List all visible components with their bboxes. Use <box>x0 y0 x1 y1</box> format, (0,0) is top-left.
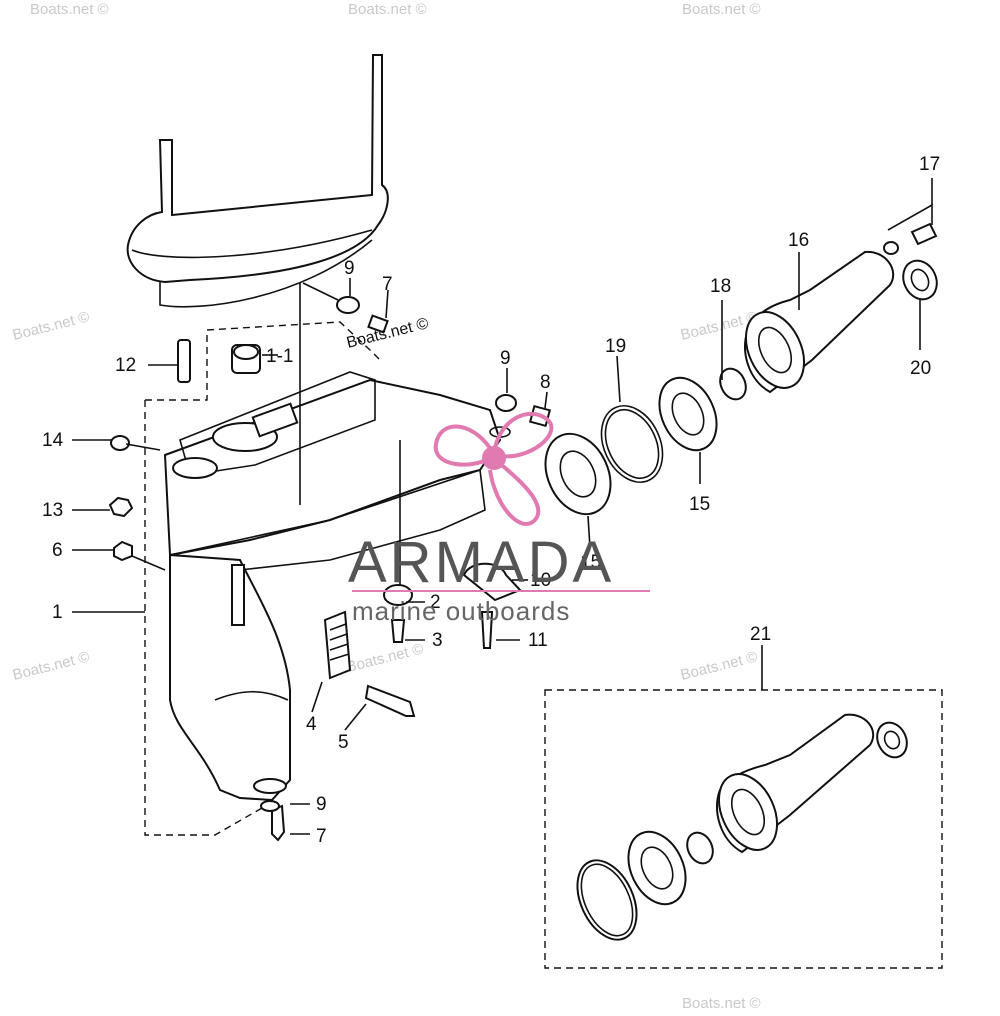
callout-16: 16 <box>788 230 809 251</box>
propeller-logo-icon <box>433 411 554 526</box>
kit-21-box <box>544 689 943 969</box>
watermark: Boats.net © <box>682 1 761 18</box>
watermark: Boats.net © <box>11 648 91 684</box>
callout-14: 14 <box>42 430 64 451</box>
callout-8: 8 <box>540 372 551 393</box>
logo-title: ARMADA <box>348 530 614 595</box>
callout-7-bottom: 7 <box>316 826 327 847</box>
callout-5: 5 <box>338 732 349 753</box>
callout-4: 4 <box>306 714 317 735</box>
watermark: Boats.net © <box>682 995 761 1011</box>
callout-9-mid: 9 <box>500 348 511 369</box>
callout-10: 10 <box>530 570 551 591</box>
callout-9-bottom: 9 <box>316 794 327 815</box>
callout-2: 2 <box>430 592 441 613</box>
logo-subtitle: marine outboards <box>352 596 570 626</box>
callout-7-top: 7 <box>382 274 393 295</box>
callout-13: 13 <box>42 500 63 521</box>
assembly-outline <box>144 321 381 836</box>
callout-17: 17 <box>919 154 940 175</box>
callout-21: 21 <box>750 624 771 645</box>
callout-12: 12 <box>115 355 136 376</box>
armada-logo: ARMADA marine outboards <box>348 411 650 626</box>
callout-18: 18 <box>710 276 731 297</box>
watermark: Boats.net © <box>345 640 425 676</box>
callout-20: 20 <box>910 358 931 379</box>
callout-1: 1 <box>52 602 63 623</box>
callouts: 12 14 13 6 1 1-1 9 7 9 8 19 15 15 18 16 … <box>42 154 940 847</box>
callout-15-right: 15 <box>689 494 710 515</box>
gearcase-body <box>163 371 511 802</box>
driveshaft-housing <box>126 54 389 308</box>
callout-3: 3 <box>432 630 443 651</box>
callout-11: 11 <box>528 630 548 651</box>
bearing-housing-parts <box>544 203 938 516</box>
kit-21-group <box>544 689 943 969</box>
callout-19: 19 <box>605 336 626 357</box>
watermark: Boats.net © <box>11 308 91 344</box>
watermark: Boats.net © <box>30 1 109 18</box>
watermark: Boats.net © <box>348 1 427 18</box>
small-parts <box>108 296 552 842</box>
callout-6: 6 <box>52 540 63 561</box>
callout-15-left: 15 <box>580 552 601 573</box>
leader-lines <box>72 178 933 835</box>
watermark: Boats.net © <box>679 648 759 684</box>
callout-1-1: 1-1 <box>266 346 293 367</box>
callout-9-top: 9 <box>344 258 355 279</box>
